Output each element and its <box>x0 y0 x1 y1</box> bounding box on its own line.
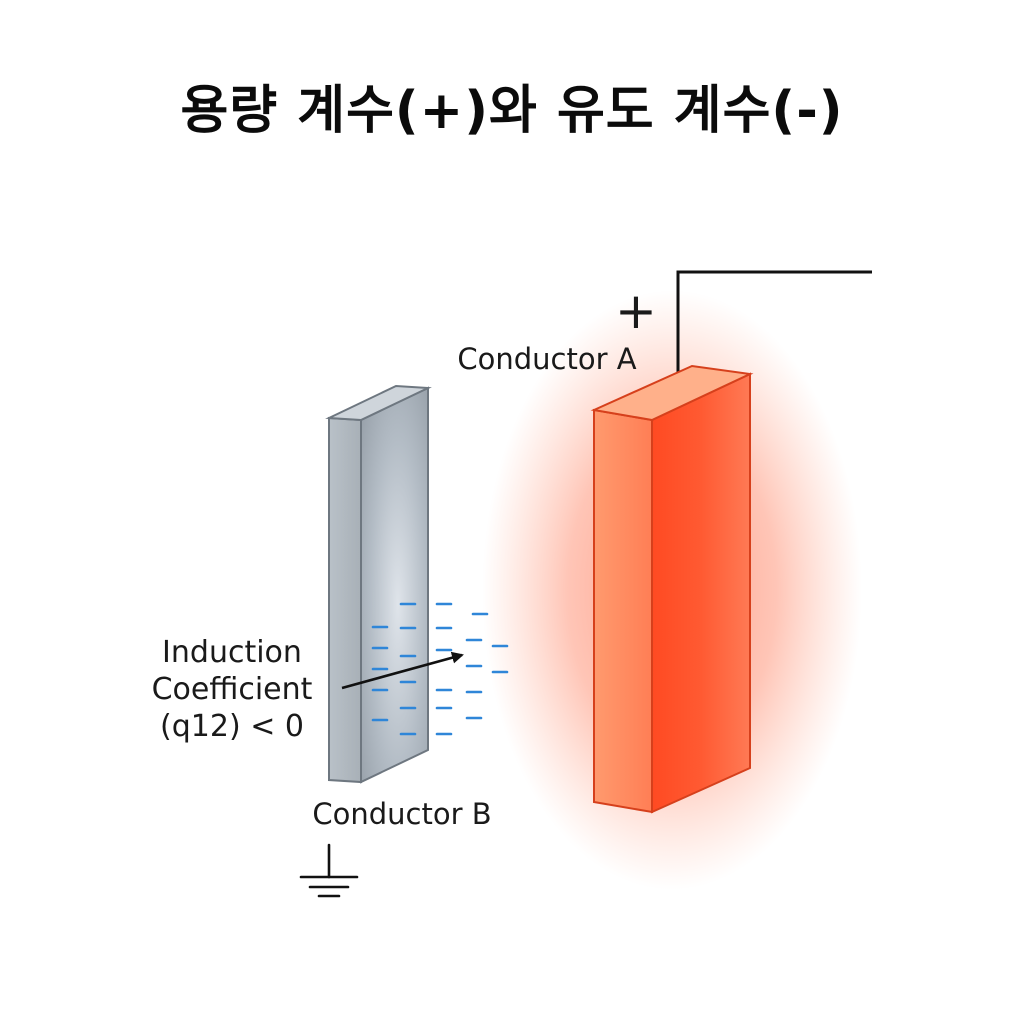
arrow-icon <box>341 651 464 690</box>
induction-label-line3: (q12) < 0 <box>160 709 304 744</box>
conductor-a-label: Conductor A <box>457 342 636 376</box>
conductor-b <box>325 384 432 784</box>
conductor-b-top-face <box>325 384 432 422</box>
ground-icon <box>299 843 359 898</box>
conductor-b-label: Conductor B <box>312 797 491 831</box>
conductor-a-top-face <box>590 364 754 422</box>
conductor-a-side-face <box>651 372 751 814</box>
induction-coefficient-label: Induction Coefficient (q12) < 0 <box>152 635 313 744</box>
diagram-title: 용량 계수(+)와 유도 계수(-) <box>180 81 844 141</box>
induced-charges <box>371 602 509 736</box>
conductor-a-wire <box>676 270 872 388</box>
conductor-b-front-face <box>328 416 362 784</box>
conductor-b-side-face <box>360 386 429 784</box>
induction-label-line1: Induction <box>162 635 302 670</box>
conductor-a-charge-sign: + <box>615 282 657 340</box>
conductor-a-front-face <box>593 408 653 814</box>
conductor-a <box>590 364 754 814</box>
induction-label-line2: Coefficient <box>152 672 313 707</box>
